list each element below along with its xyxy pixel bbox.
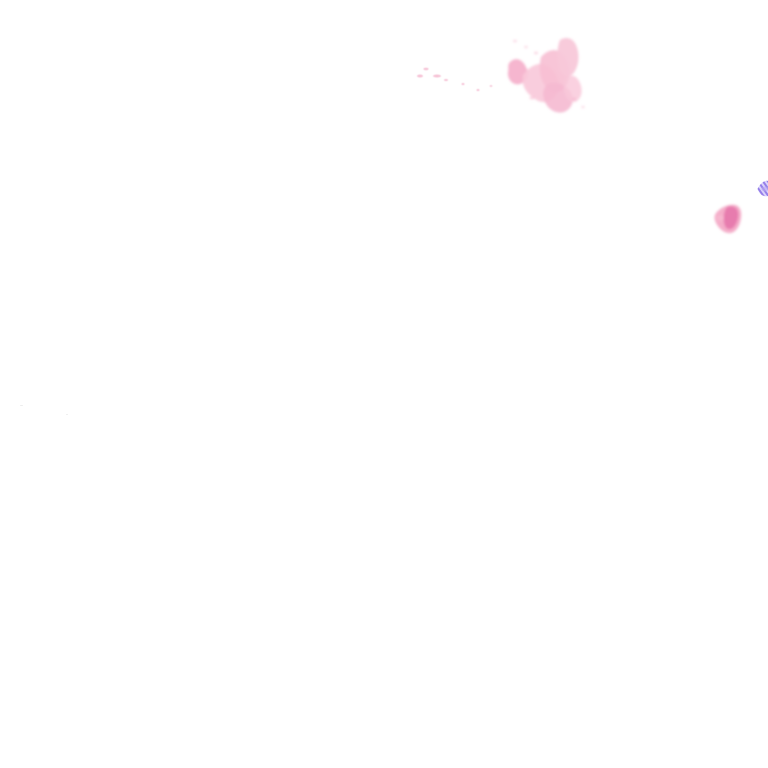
pink-trail-left (417, 67, 493, 91)
violet-right-edge-blob (757, 180, 768, 197)
deep-pink-right-blob (714, 204, 742, 234)
faint-left-specks (20, 405, 68, 415)
pink-top-cluster (507, 37, 585, 113)
